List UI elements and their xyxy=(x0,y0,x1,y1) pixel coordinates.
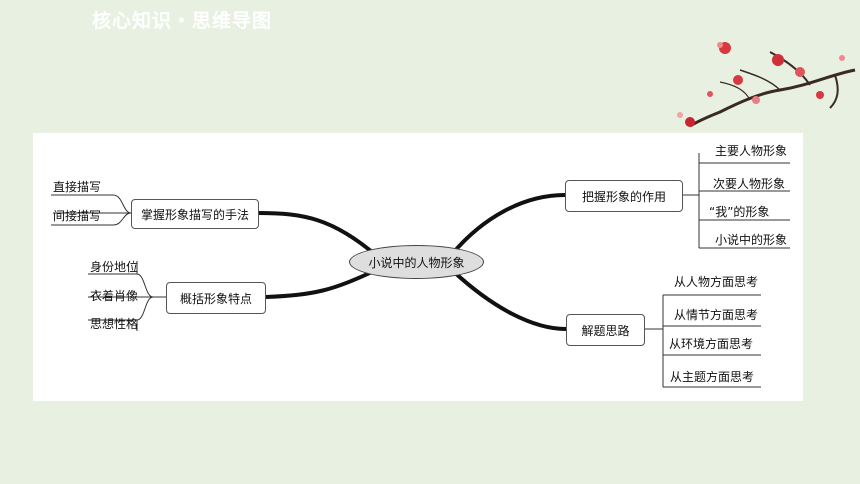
leaf-novel-image: 小说中的形象 xyxy=(715,233,788,247)
leaf-status: 身份地位 xyxy=(90,260,139,274)
branch-description-methods: 掌握形象描写的手法 xyxy=(131,199,259,229)
branch-role-of-image: 把握形象的作用 xyxy=(565,180,683,212)
mindmap-panel: 小说中的人物形象 掌握形象描写的手法 直接描写 间接描写 概括形象特点 身份地位… xyxy=(33,133,803,401)
branch-character-traits: 概括形象特点 xyxy=(166,282,266,314)
leaf-think-theme: 从主题方面思考 xyxy=(670,370,755,384)
leaf-narrator-image: “我”的形象 xyxy=(709,205,770,219)
plum-blossom-decoration xyxy=(677,42,856,128)
leaf-think-character: 从人物方面思考 xyxy=(674,275,759,289)
leaf-direct-description: 直接描写 xyxy=(53,180,102,194)
leaf-main-character: 主要人物形象 xyxy=(715,144,788,158)
leaf-appearance: 衣着肖像 xyxy=(90,289,139,303)
branch-solution-approach: 解题思路 xyxy=(566,314,645,346)
leaf-think-plot: 从情节方面思考 xyxy=(674,308,759,322)
leaf-indirect-description: 间接描写 xyxy=(53,209,102,223)
center-node: 小说中的人物形象 xyxy=(349,245,484,279)
leaf-think-setting: 从环境方面思考 xyxy=(669,337,754,351)
mindmap-connectors xyxy=(51,153,790,388)
page-title: 核心知识・思维导图 xyxy=(92,10,273,32)
leaf-secondary-character: 次要人物形象 xyxy=(713,177,786,191)
leaf-personality: 思想性格 xyxy=(90,317,139,331)
